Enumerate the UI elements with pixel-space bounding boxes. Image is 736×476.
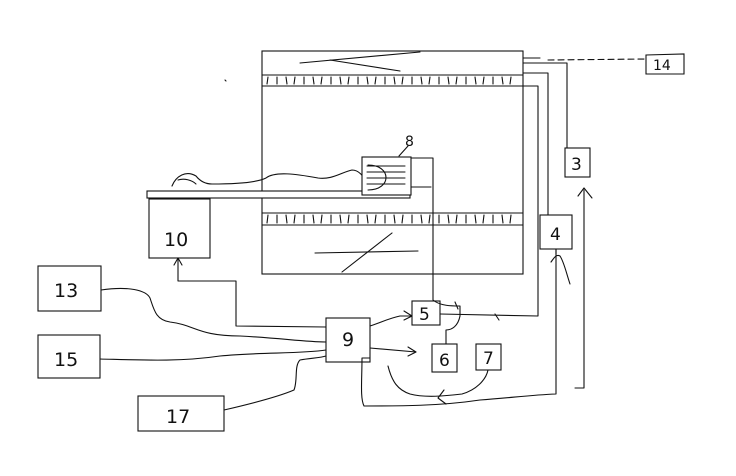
unit-4-label: 4	[550, 225, 561, 245]
hatch-tick	[428, 214, 431, 224]
unit-10-label: 10	[164, 229, 188, 251]
wiring	[99, 57, 647, 411]
hatch-tick	[401, 76, 404, 85]
unit-5-label: 5	[419, 305, 430, 325]
unit-13-label: 13	[54, 280, 78, 302]
coil-8-label: 8	[405, 134, 414, 150]
hatch-tick	[401, 214, 404, 224]
unit-9-block	[325, 317, 371, 363]
hatch-tick	[366, 214, 369, 224]
hatch-tick	[293, 214, 296, 224]
hatch-tick	[509, 214, 512, 224]
hatch-tick	[266, 76, 269, 85]
unit-9-label: 9	[342, 329, 354, 351]
hatch-tick	[366, 76, 369, 85]
hatch-tick	[420, 214, 423, 224]
hatch-tick	[474, 214, 477, 224]
unit-5-block	[411, 300, 441, 326]
stray-mark	[224, 79, 227, 82]
unit-15-block	[37, 334, 101, 379]
hatch-tick	[374, 214, 377, 224]
hatch-tick	[339, 214, 342, 224]
hatch-tick	[455, 214, 458, 224]
hatch-tick	[347, 76, 350, 85]
hatch-tick	[285, 214, 288, 224]
hatch-tick	[428, 76, 431, 85]
unit-10-block	[148, 198, 211, 259]
hatch-tick	[312, 214, 315, 224]
hatch-tick	[447, 214, 450, 224]
hatch-tick	[474, 76, 477, 85]
unit-14-block	[645, 53, 685, 75]
hatch-tick	[320, 76, 323, 85]
hatch-tick	[501, 214, 504, 224]
unit-15-label: 15	[54, 349, 78, 371]
hatch-tick	[312, 76, 315, 85]
hatch-tick	[285, 76, 288, 85]
hatch-tick	[482, 214, 485, 224]
magnet-housing	[261, 50, 524, 275]
unit-13-block	[37, 265, 102, 312]
unit-3-label: 3	[571, 155, 582, 175]
hatch-tick	[455, 76, 458, 85]
top-gradient-hatching	[266, 76, 512, 85]
unit-17-label: 17	[166, 406, 190, 428]
unit-7-block	[475, 343, 502, 371]
unit-6-block	[431, 343, 458, 373]
unit-7-label: 7	[483, 349, 494, 369]
hatch-tick	[320, 214, 323, 224]
hatch-tick	[347, 214, 350, 224]
hatch-tick	[420, 76, 423, 85]
hatch-tick	[266, 214, 269, 224]
unit-14-label: 14	[653, 58, 671, 74]
hatch-tick	[501, 76, 504, 85]
unit-6-label: 6	[439, 351, 450, 371]
hatch-tick	[447, 76, 450, 85]
coil-8	[361, 145, 412, 196]
hatch-tick	[393, 214, 396, 224]
hatch-tick	[393, 76, 396, 85]
hatch-tick	[509, 76, 512, 85]
unit-17-block	[137, 395, 225, 432]
hatch-tick	[339, 76, 342, 85]
hatch-tick	[482, 76, 485, 85]
unit-3-block	[564, 147, 591, 178]
hatch-tick	[374, 76, 377, 85]
bottom-gradient-hatching	[266, 214, 512, 224]
hatch-tick	[293, 76, 296, 85]
